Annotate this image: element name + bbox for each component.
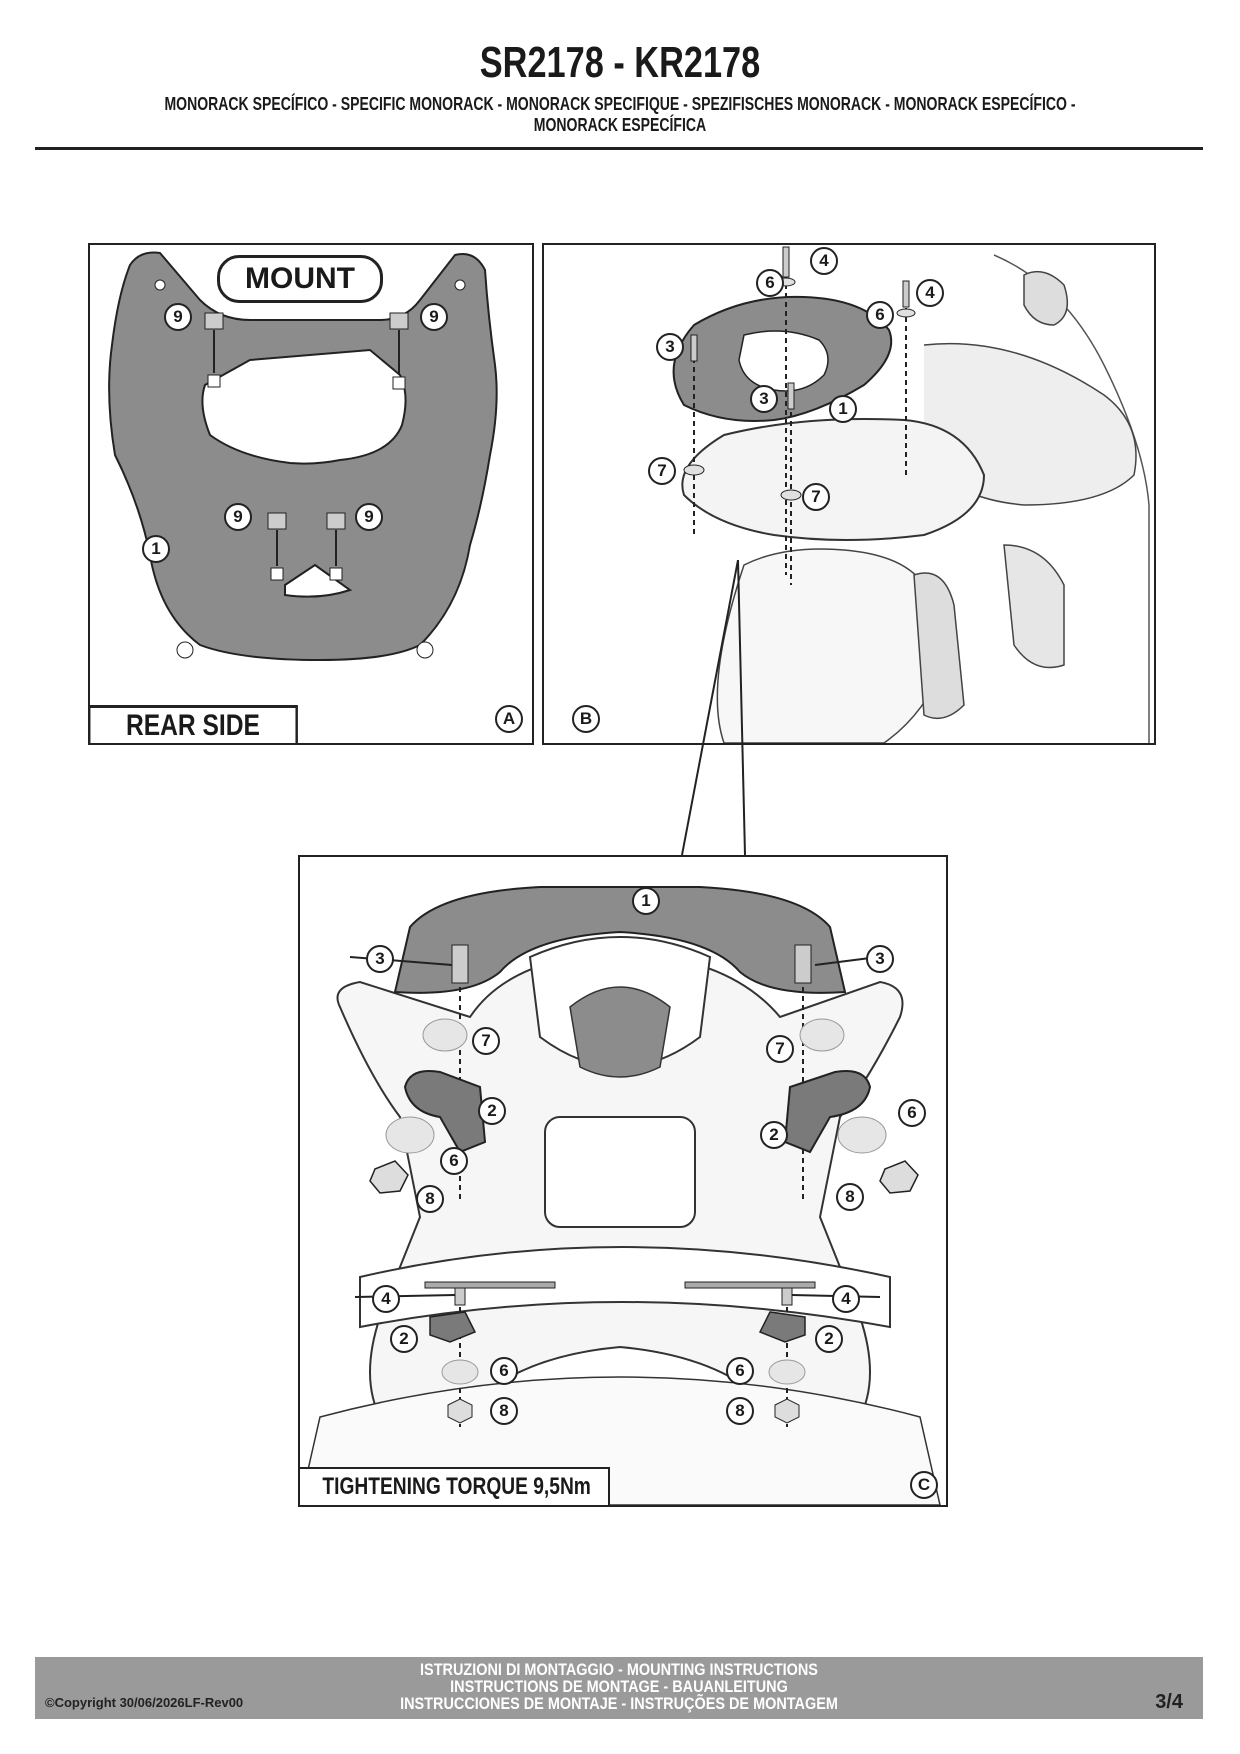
callout-2: 2 bbox=[815, 1325, 843, 1353]
rear-side-label: REAR SIDE bbox=[90, 705, 298, 743]
callout-6: 6 bbox=[440, 1147, 468, 1175]
callout-9: 9 bbox=[164, 303, 192, 331]
callout-2: 2 bbox=[478, 1097, 506, 1125]
callout-6: 6 bbox=[756, 269, 784, 297]
callout-7: 7 bbox=[766, 1035, 794, 1063]
footer-line-3: INSTRUCCIONES DE MONTAJE - INSTRUÇÕES DE… bbox=[400, 1694, 838, 1713]
callout-3: 3 bbox=[656, 333, 684, 361]
callout-7: 7 bbox=[802, 483, 830, 511]
mount-label: MOUNT bbox=[217, 255, 383, 303]
callout-3: 3 bbox=[750, 385, 778, 413]
callout-4: 4 bbox=[372, 1285, 400, 1313]
torque-label-text: TIGHTENING TORQUE 9,5Nm bbox=[322, 1473, 591, 1500]
rear-plate-illustration bbox=[108, 251, 498, 662]
footer-line-2: INSTRUCTIONS DE MONTAGE - BAUANLEITUNG bbox=[450, 1677, 788, 1696]
callout-7: 7 bbox=[472, 1027, 500, 1055]
callout-6: 6 bbox=[866, 301, 894, 329]
callout-8: 8 bbox=[490, 1397, 518, 1425]
callout-6: 6 bbox=[898, 1099, 926, 1127]
header-divider bbox=[35, 147, 1203, 150]
footer-instructions: ISTRUZIONI DI MONTAGGIO - MOUNTING INSTR… bbox=[123, 1661, 1116, 1712]
callout-9: 9 bbox=[420, 303, 448, 331]
panel-c: 1 3 3 7 7 2 2 6 6 8 8 4 4 2 2 6 6 8 8 TI… bbox=[298, 855, 948, 1507]
document-title: SR2178 - KR2178 bbox=[479, 38, 761, 87]
footer-line-1: ISTRUZIONI DI MONTAGGIO - MOUNTING INSTR… bbox=[420, 1660, 818, 1679]
panel-letter-a: A bbox=[495, 705, 523, 733]
callout-4: 4 bbox=[832, 1285, 860, 1313]
callout-9: 9 bbox=[224, 503, 252, 531]
callout-3: 3 bbox=[366, 945, 394, 973]
panel-b: 4 6 4 6 3 3 1 7 7 B bbox=[542, 243, 1156, 745]
callout-1: 1 bbox=[142, 535, 170, 563]
callout-6: 6 bbox=[726, 1357, 754, 1385]
callout-7: 7 bbox=[648, 457, 676, 485]
page-number: 3/4 bbox=[1155, 1691, 1183, 1713]
callout-1: 1 bbox=[829, 395, 857, 423]
document-subtitle: MONORACK SPECÍFICO - SPECIFIC MONORACK -… bbox=[164, 94, 1076, 135]
callout-4: 4 bbox=[916, 279, 944, 307]
torque-label: TIGHTENING TORQUE 9,5Nm bbox=[300, 1467, 610, 1505]
callout-9: 9 bbox=[355, 503, 383, 531]
callout-8: 8 bbox=[836, 1183, 864, 1211]
callout-1: 1 bbox=[632, 887, 660, 915]
callout-3: 3 bbox=[866, 945, 894, 973]
callout-8: 8 bbox=[416, 1185, 444, 1213]
callout-4: 4 bbox=[810, 247, 838, 275]
footer-bar: ISTRUZIONI DI MONTAGGIO - MOUNTING INSTR… bbox=[35, 1657, 1203, 1719]
callout-2: 2 bbox=[390, 1325, 418, 1353]
callout-8: 8 bbox=[726, 1397, 754, 1425]
installation-view-illustration bbox=[672, 246, 1150, 743]
detail-view-illustration bbox=[300, 886, 941, 1505]
panel-letter-c: C bbox=[910, 1471, 938, 1499]
callout-6: 6 bbox=[490, 1357, 518, 1385]
copyright: ©Copyright 30/06/2026LF-Rev00 bbox=[45, 1695, 244, 1710]
callout-2: 2 bbox=[760, 1121, 788, 1149]
panel-letter-b: B bbox=[572, 705, 600, 733]
panel-a: MOUNT 9 9 9 9 1 REAR SIDE A bbox=[88, 243, 534, 745]
